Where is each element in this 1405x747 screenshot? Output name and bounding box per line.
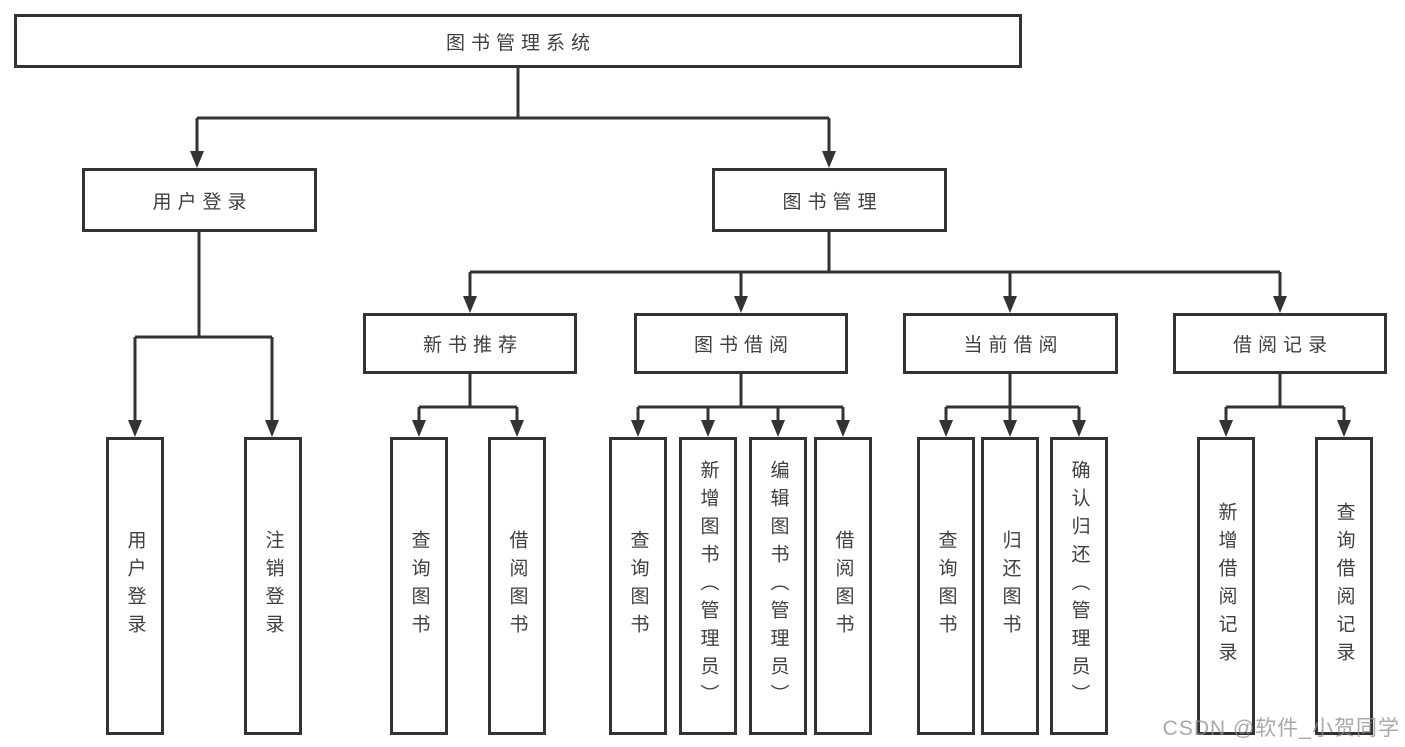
- node-borrow-record: 借阅记录: [1173, 313, 1387, 374]
- node-user-login-label: 用户登录: [152, 191, 253, 213]
- node-leaf-query-borrow-record-label: 查询借阅记录: [1333, 502, 1355, 670]
- node-leaf-add-book-admin-label: 新增图书（管理员）: [697, 460, 719, 712]
- node-leaf-add-book-admin: 新增图书（管理员）: [679, 437, 737, 735]
- node-current-borrow: 当前借阅: [903, 313, 1118, 374]
- node-user-login: 用户登录: [82, 168, 317, 232]
- node-leaf-query-book-1-label: 查询图书: [408, 530, 430, 642]
- node-root: 图书管理系统: [14, 14, 1022, 68]
- node-new-book-recommend: 新书推荐: [363, 313, 577, 374]
- node-leaf-confirm-return-admin: 确认归还（管理员）: [1050, 437, 1108, 735]
- node-leaf-logout-label: 注销登录: [262, 530, 284, 642]
- node-leaf-query-borrow-record: 查询借阅记录: [1315, 437, 1373, 735]
- node-leaf-borrow-book-2: 借阅图书: [814, 437, 872, 735]
- node-current-borrow-label: 当前借阅: [963, 335, 1064, 356]
- node-book-management-label: 图书管理: [782, 191, 883, 213]
- node-leaf-query-book-3-label: 查询图书: [935, 530, 957, 642]
- node-leaf-edit-book-admin-label: 编辑图书（管理员）: [767, 460, 789, 712]
- node-leaf-query-book-2: 查询图书: [609, 437, 667, 735]
- csdn-watermark: CSDN @软件_小贺同学: [1162, 717, 1400, 740]
- node-root-label: 图书管理系统: [445, 32, 596, 54]
- node-leaf-user-login: 用户登录: [106, 437, 164, 735]
- node-leaf-edit-book-admin: 编辑图书（管理员）: [749, 437, 807, 735]
- node-book-management: 图书管理: [712, 168, 947, 232]
- node-leaf-confirm-return-admin-label: 确认归还（管理员）: [1068, 460, 1090, 712]
- node-leaf-add-borrow-record-label: 新增借阅记录: [1215, 502, 1237, 670]
- node-leaf-return-book: 归还图书: [981, 437, 1039, 735]
- node-leaf-query-book-2-label: 查询图书: [627, 530, 649, 642]
- node-leaf-borrow-book-1: 借阅图书: [488, 437, 546, 735]
- node-leaf-query-book-1: 查询图书: [390, 437, 448, 735]
- node-new-book-recommend-label: 新书推荐: [422, 335, 523, 356]
- node-leaf-user-login-label: 用户登录: [124, 530, 146, 642]
- node-leaf-query-book-3: 查询图书: [917, 437, 975, 735]
- node-leaf-logout: 注销登录: [244, 437, 302, 735]
- node-borrow-record-label: 借阅记录: [1232, 335, 1333, 356]
- node-book-borrow: 图书借阅: [634, 313, 848, 374]
- node-leaf-add-borrow-record: 新增借阅记录: [1197, 437, 1255, 735]
- node-leaf-return-book-label: 归还图书: [999, 530, 1021, 642]
- node-leaf-borrow-book-1-label: 借阅图书: [506, 530, 528, 642]
- node-leaf-borrow-book-2-label: 借阅图书: [832, 530, 854, 642]
- node-book-borrow-label: 图书借阅: [693, 335, 794, 356]
